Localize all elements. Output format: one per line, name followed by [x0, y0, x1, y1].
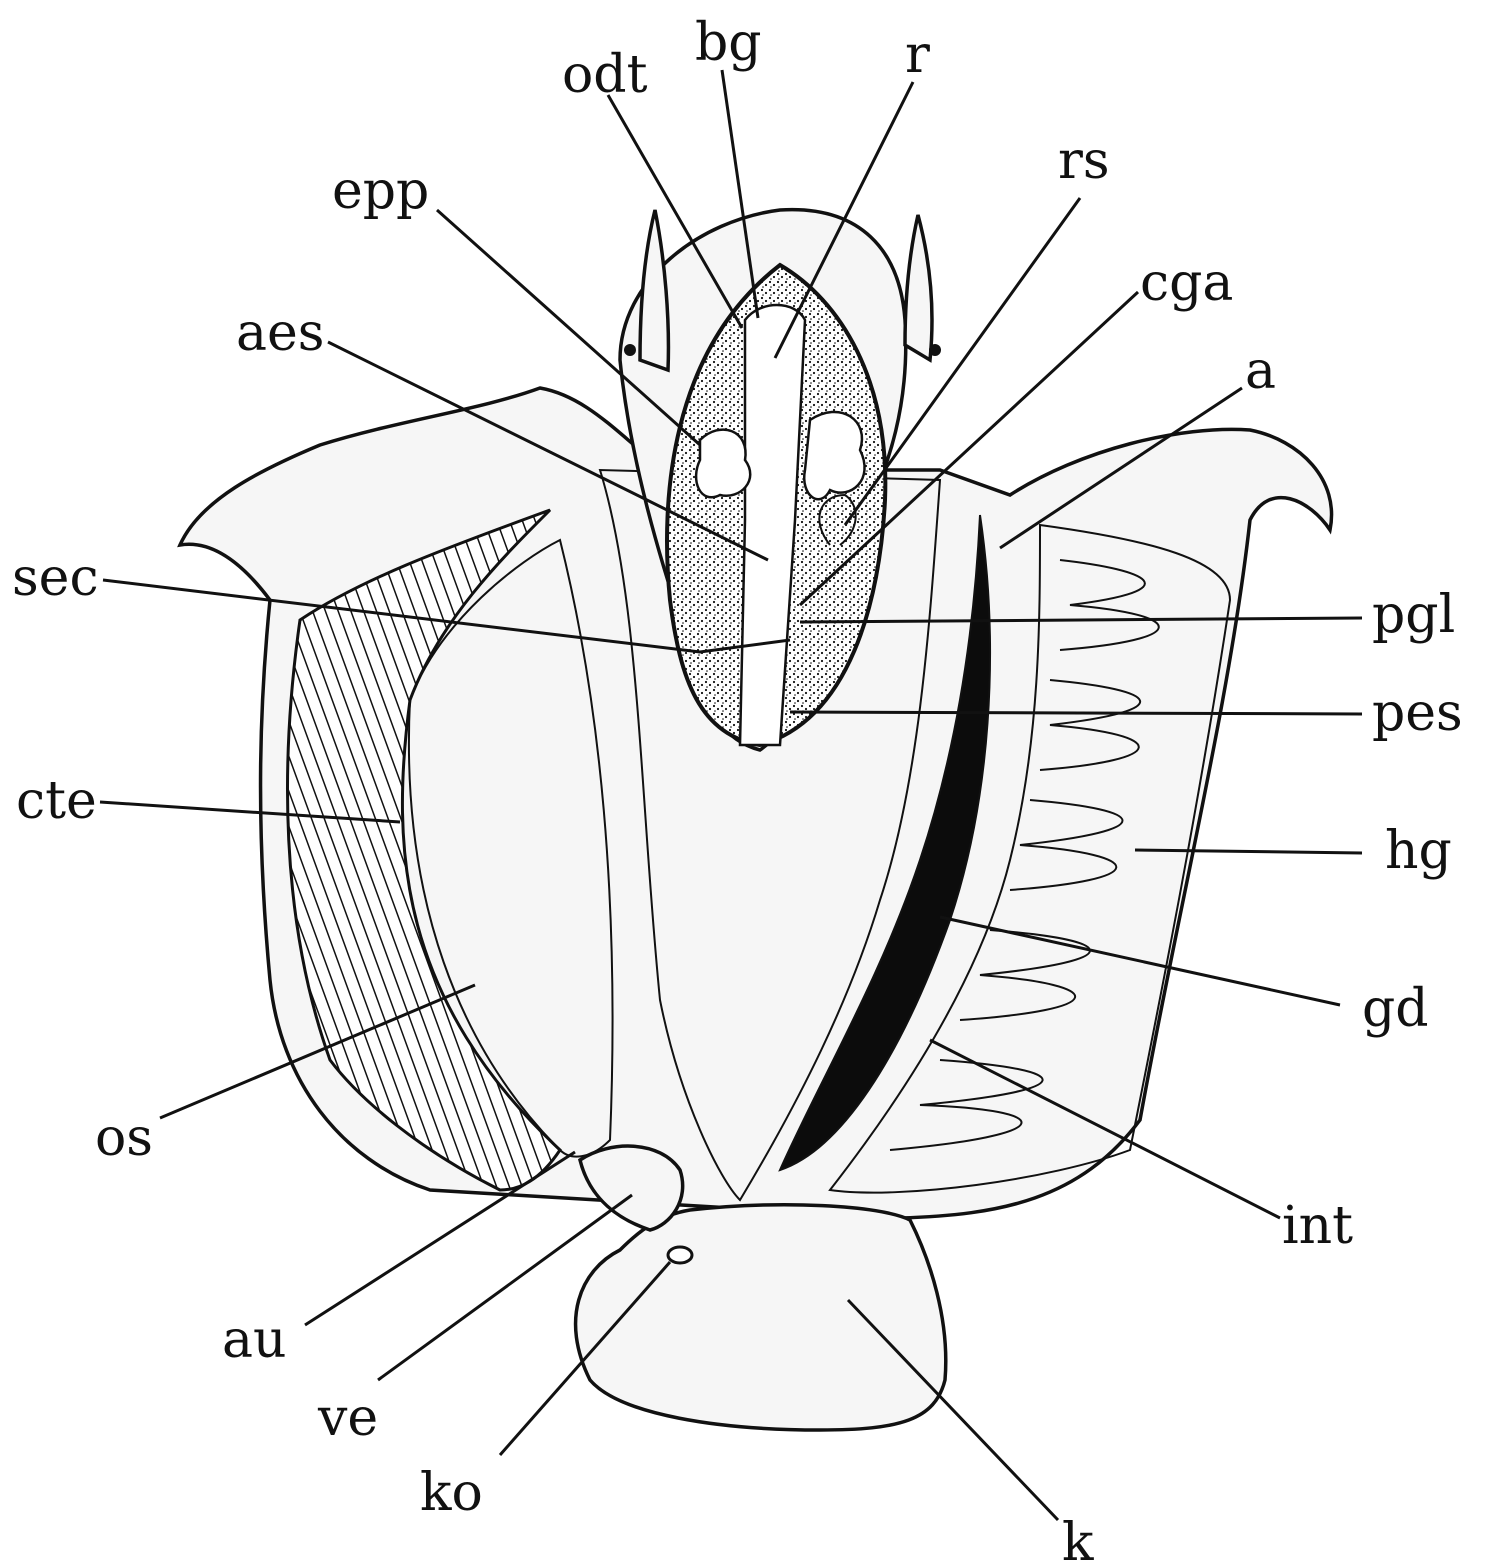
label-gd: gd	[1362, 979, 1429, 1039]
right-tentacle	[905, 215, 932, 360]
left-tentacle	[640, 210, 668, 370]
salivary-gland-right	[804, 412, 864, 499]
label-au: au	[222, 1310, 287, 1370]
ventricle-lobe	[580, 1146, 683, 1230]
label-a: a	[1245, 341, 1276, 401]
label-cte: cte	[16, 771, 97, 831]
label-epp: epp	[332, 161, 429, 221]
label-hg: hg	[1385, 821, 1452, 881]
label-k: k	[1062, 1513, 1094, 1565]
label-cga: cga	[1140, 253, 1233, 313]
label-aes: aes	[236, 303, 324, 363]
label-sec: sec	[12, 548, 99, 608]
label-ko: ko	[420, 1463, 483, 1523]
leader-pes	[790, 712, 1362, 714]
label-ve: ve	[317, 1388, 378, 1448]
label-pgl: pgl	[1372, 585, 1455, 645]
label-int: int	[1282, 1196, 1353, 1256]
label-pes: pes	[1372, 683, 1463, 743]
salivary-gland-left	[696, 430, 750, 498]
label-rs: rs	[1058, 131, 1110, 191]
left-eye	[624, 344, 636, 356]
kidney-opening	[668, 1247, 692, 1263]
label-os: os	[95, 1108, 153, 1168]
label-odt: odt	[562, 45, 648, 105]
label-r: r	[905, 25, 930, 85]
kidney-lobe	[576, 1205, 946, 1430]
right-eye	[929, 344, 941, 356]
label-bg: bg	[695, 13, 762, 73]
